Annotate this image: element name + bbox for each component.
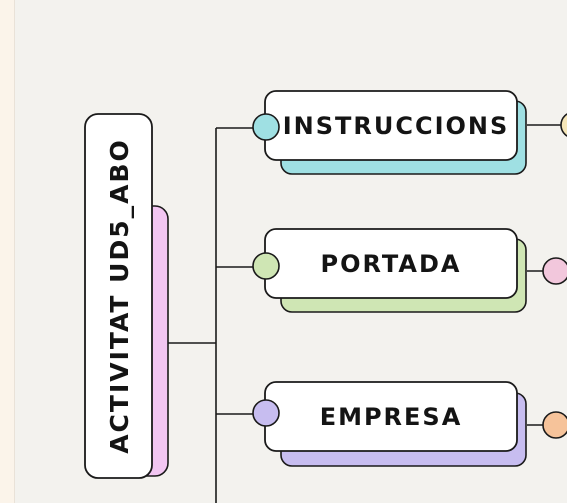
child-node-stubs[interactable] — [542, 112, 567, 439]
root-node-card — [84, 113, 153, 479]
branch-empresa-dot — [252, 399, 280, 427]
root-node[interactable]: ACTIVITAT UD5_ABO — [84, 113, 169, 479]
child-dot-instruccions[interactable] — [560, 112, 567, 138]
child-dot-portada[interactable] — [542, 257, 567, 285]
page-edge-strip — [0, 0, 15, 503]
branch-instruccions-label: INSTRUCCIONS — [283, 112, 510, 140]
branch-empresa-label: EMPRESA — [320, 403, 463, 431]
root-node-label: ACTIVITAT UD5_ABO — [105, 138, 134, 454]
branch-portada[interactable]: PORTADA — [252, 228, 527, 313]
branch-portada-label: PORTADA — [321, 250, 462, 278]
branch-portada-dot — [252, 252, 280, 280]
child-dot-empresa[interactable] — [542, 411, 567, 439]
branch-instruccions-dot — [252, 113, 280, 141]
branch-empresa[interactable]: EMPRESA — [252, 381, 527, 467]
branch-instruccions[interactable]: INSTRUCCIONS — [252, 90, 527, 175]
